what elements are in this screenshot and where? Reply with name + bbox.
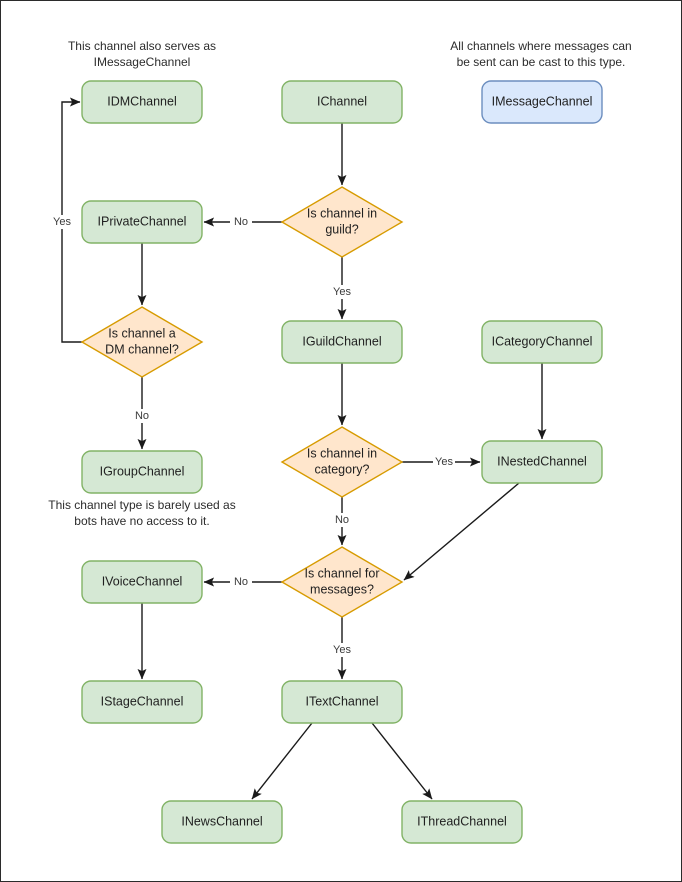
node-label: guild? — [325, 222, 358, 236]
node-label: INewsChannel — [181, 814, 262, 828]
node-label: IStageChannel — [101, 694, 184, 708]
node-shape-diamond[interactable] — [280, 186, 404, 258]
node-shape-box[interactable] — [401, 800, 523, 844]
node-shape-box[interactable] — [281, 320, 403, 364]
edge-label: No — [234, 576, 248, 588]
node-label: IGroupChannel — [100, 464, 185, 478]
node-label: category? — [315, 462, 370, 476]
edge-label-backing — [230, 575, 252, 589]
node-shape-box[interactable] — [81, 450, 203, 494]
node-shape-box[interactable] — [81, 560, 203, 604]
node-icategorychannel[interactable]: ICategoryChannel — [481, 320, 603, 364]
edge-isdm-to-igroupchannel: No — [131, 377, 153, 450]
edge-label-backing — [131, 409, 153, 423]
node-ivoicechannel[interactable]: IVoiceChannel — [81, 560, 203, 604]
node-label: IMessageChannel — [492, 94, 593, 108]
node-label: Is channel in — [307, 206, 377, 220]
node-inewschannel[interactable]: INewsChannel — [161, 800, 283, 844]
edge-label: Yes — [435, 456, 453, 468]
edge-itextchannel-to-inewschannel — [251, 722, 313, 800]
node-ithreadchannel[interactable]: IThreadChannel — [401, 800, 523, 844]
node-inestedchannel[interactable]: INestedChannel — [481, 440, 603, 484]
node-imessagechannel[interactable]: IMessageChannel — [481, 80, 603, 124]
edge-label: No — [135, 410, 149, 422]
note-line: This channel also serves as — [68, 39, 216, 53]
edge-arrow — [251, 722, 313, 800]
edge-ismessages-to-ivoicechannel: No — [203, 575, 282, 589]
node-iscategory[interactable]: Is channel in category? — [280, 426, 404, 498]
edge-label-backing — [51, 215, 73, 229]
node-shape-diamond[interactable] — [80, 306, 204, 378]
edge-iscategory-to-inestedchannel: Yes — [402, 455, 481, 469]
edge-label-backing — [331, 285, 353, 299]
note-message: All channels where messages can be sent c… — [450, 39, 631, 69]
node-label: IVoiceChannel — [102, 574, 183, 588]
edge-label: Yes — [333, 286, 351, 298]
edge-label: Yes — [333, 644, 351, 656]
node-iprivatechannel[interactable]: IPrivateChannel — [81, 200, 203, 244]
nodes-layer: IDMChannel IChannel IMessageChannelIPrivat… — [80, 80, 603, 844]
node-label: IThreadChannel — [417, 814, 507, 828]
node-ichannel[interactable]: IChannel — [281, 80, 403, 124]
edge-label-backing — [331, 643, 353, 657]
node-isguild[interactable]: Is channel in guild? — [280, 186, 404, 258]
note-line: IMessageChannel — [94, 55, 191, 69]
note-group: This channel type is barely used as bots … — [48, 498, 235, 528]
note-dm: This channel also serves as IMessageChann… — [68, 39, 216, 69]
node-shape-box[interactable] — [281, 80, 403, 124]
node-shape-box[interactable] — [481, 320, 603, 364]
node-shape-box[interactable] — [81, 80, 203, 124]
edge-arrow — [403, 482, 520, 581]
edge-label-backing — [331, 513, 353, 527]
node-label: IGuildChannel — [302, 334, 381, 348]
notes-layer: This channel also serves as IMessageChann… — [48, 39, 631, 528]
node-idmchannel[interactable]: IDMChannel — [81, 80, 203, 124]
note-line: This channel type is barely used as — [48, 498, 235, 512]
node-shape-diamond[interactable] — [280, 546, 404, 618]
node-label: Is channel in — [307, 446, 377, 460]
note-line: bots have no access to it. — [74, 514, 209, 528]
node-label: IPrivateChannel — [98, 214, 187, 228]
node-label: IDMChannel — [107, 94, 176, 108]
note-line: All channels where messages can — [450, 39, 631, 53]
note-line: be sent can be cast to this type. — [457, 55, 626, 69]
node-label: DM channel? — [105, 342, 179, 356]
node-shape-box[interactable] — [281, 680, 403, 724]
node-label: ITextChannel — [306, 694, 379, 708]
edge-arrow — [371, 722, 433, 800]
edge-label: No — [234, 216, 248, 228]
node-label: IChannel — [317, 94, 367, 108]
node-shape-box[interactable] — [81, 200, 203, 244]
node-igroupchannel[interactable]: IGroupChannel — [81, 450, 203, 494]
node-label: messages? — [310, 582, 374, 596]
node-shape-box[interactable] — [81, 680, 203, 724]
edge-label: No — [335, 514, 349, 526]
node-isdm[interactable]: Is channel a DM channel? — [80, 306, 204, 378]
node-ismessages[interactable]: Is channel for messages? — [280, 546, 404, 618]
node-shape-box[interactable] — [161, 800, 283, 844]
edge-inestedchannel-to-ismessages — [403, 482, 520, 581]
edge-ismessages-to-itextchannel: Yes — [331, 617, 353, 680]
edge-isguild-to-iprivatechannel: No — [203, 215, 282, 229]
edge-label-backing — [433, 455, 455, 469]
edge-itextchannel-to-ithreadchannel — [371, 722, 433, 800]
node-label: INestedChannel — [497, 454, 587, 468]
node-label: Is channel a — [108, 326, 175, 340]
node-itextchannel[interactable]: ITextChannel — [281, 680, 403, 724]
edge-label: Yes — [53, 216, 71, 228]
node-shape-box[interactable] — [481, 80, 603, 124]
edge-isguild-to-iguildchannel: Yes — [331, 257, 353, 320]
edge-iscategory-to-ismessages: No — [331, 497, 353, 546]
edge-label-backing — [230, 215, 252, 229]
node-shape-box[interactable] — [481, 440, 603, 484]
node-label: Is channel for — [304, 566, 379, 580]
node-shape-diamond[interactable] — [280, 426, 404, 498]
node-label: ICategoryChannel — [492, 334, 593, 348]
node-istagechannel[interactable]: IStageChannel — [81, 680, 203, 724]
node-iguildchannel[interactable]: IGuildChannel — [281, 320, 403, 364]
edge-isdm-to-idmchannel: Yes — [51, 97, 82, 343]
